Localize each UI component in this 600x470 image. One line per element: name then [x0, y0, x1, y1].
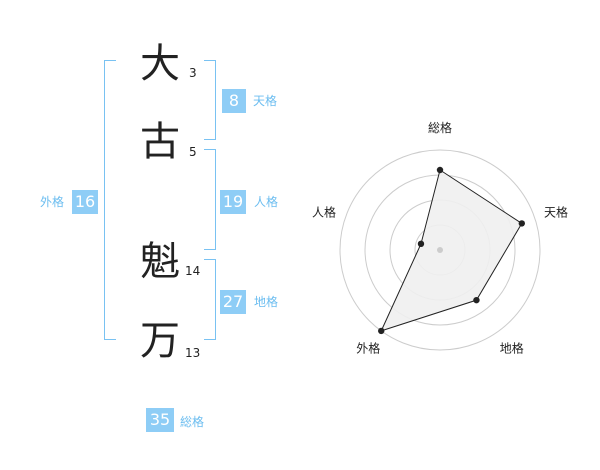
- chikaku-bracket: [204, 259, 216, 340]
- soukaku-label: 総格: [180, 415, 205, 429]
- stroke-count-3: 14: [185, 264, 201, 278]
- name-char-1: 大: [140, 41, 180, 87]
- gaikaku-value: 16: [72, 190, 98, 214]
- jinkaku-bracket: [204, 149, 216, 250]
- radar-grid-ring: [339, 149, 541, 351]
- radar-series-area: [380, 169, 523, 332]
- tenkaku-label: 天格: [253, 94, 278, 108]
- radar-center-dot: [437, 247, 443, 253]
- radar-point-5: [417, 240, 425, 248]
- gaikaku-label: 外格: [40, 195, 65, 209]
- radar-axis-label-4: 外格: [356, 341, 380, 356]
- radar-point-2: [518, 220, 525, 227]
- radar-axis-label-5: 人格: [312, 204, 336, 219]
- gaikaku-bracket: [104, 60, 116, 340]
- radar-point-1: [436, 166, 444, 174]
- tenkaku-value: 8: [222, 89, 246, 113]
- tenkaku-bracket: [204, 60, 216, 140]
- chikaku-value: 27: [220, 290, 246, 314]
- radar-point-4: [378, 327, 385, 335]
- name-char-3: 魁: [140, 239, 180, 285]
- radar-point-3: [473, 296, 480, 304]
- soukaku-value: 35: [146, 408, 174, 432]
- jinkaku-label: 人格: [254, 195, 279, 209]
- chikaku-label: 地格: [254, 295, 279, 309]
- radar-axis-label-3: 地格: [500, 341, 524, 356]
- radar-axis-label-2: 天格: [544, 204, 568, 219]
- radar-axis-label-1: 総格: [428, 120, 452, 135]
- stroke-count-4: 13: [185, 346, 201, 360]
- name-char-2: 古: [140, 119, 180, 165]
- stroke-count-1: 3: [189, 66, 197, 80]
- stroke-count-2: 5: [189, 145, 197, 159]
- name-char-4: 万: [140, 318, 180, 364]
- jinkaku-value: 19: [220, 190, 246, 214]
